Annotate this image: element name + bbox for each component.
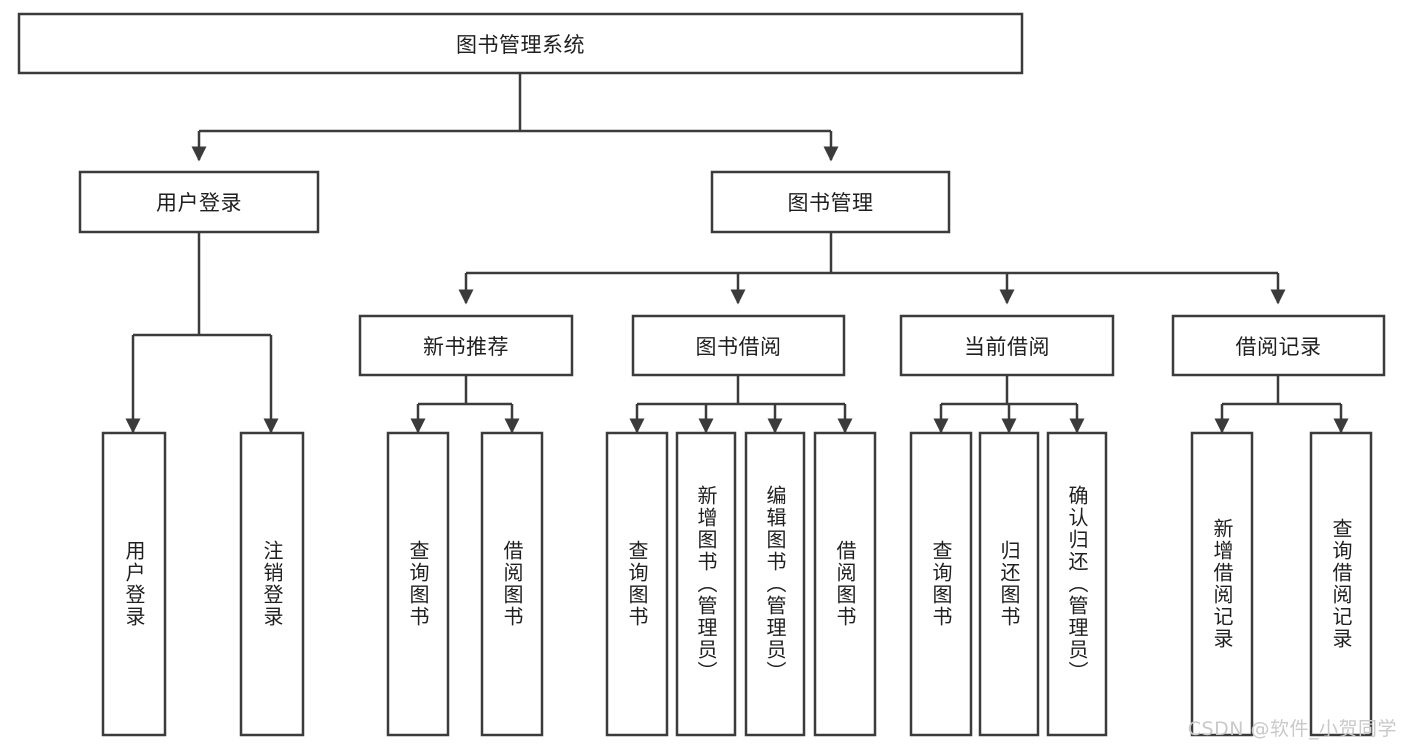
- csdn-watermark: CSDN @软件_小贺同学: [1187, 718, 1397, 740]
